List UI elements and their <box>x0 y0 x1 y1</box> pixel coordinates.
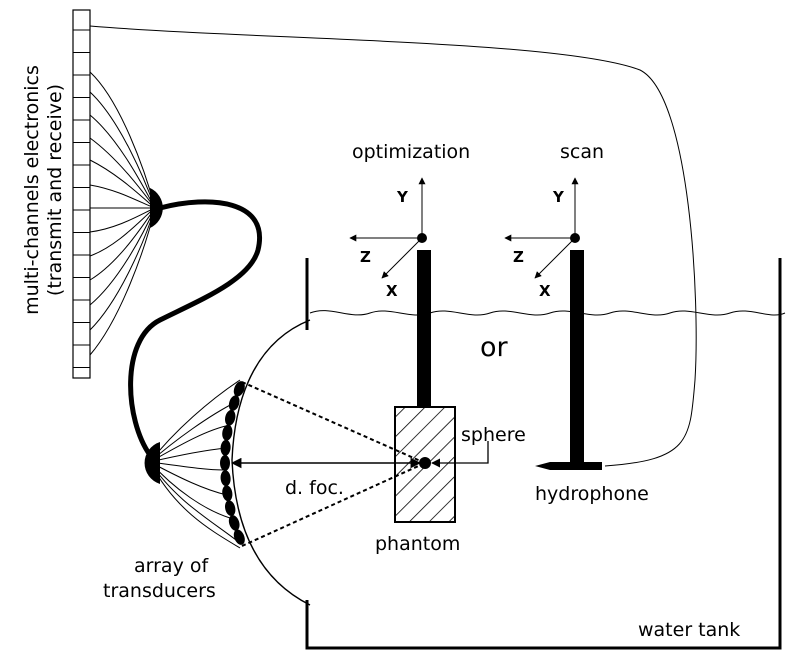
transducer-element <box>222 485 233 502</box>
hydrophone-tip <box>535 462 602 470</box>
axis-y-label: Y <box>396 188 409 206</box>
array-label-line1: array of <box>134 555 209 577</box>
optimization-label: optimization <box>352 141 470 163</box>
electronics-wire-fan <box>89 71 156 356</box>
transducer-element <box>233 381 245 397</box>
transducer-elements <box>220 381 245 545</box>
transducer-element <box>225 500 236 517</box>
axis-x-label: X <box>386 282 398 300</box>
transducer-element <box>220 439 231 456</box>
axis-z-label: Z <box>513 248 524 266</box>
electronics-label-line2: (transmit and receive) <box>44 84 66 296</box>
hydrophone-signal-wire <box>89 25 697 467</box>
hydrophone-rod <box>570 250 584 466</box>
hydrophone-label: hydrophone <box>535 483 649 505</box>
sphere-label: sphere <box>461 424 526 446</box>
focal-distance-label: d. foc. <box>285 477 344 499</box>
phantom-holder-rod <box>417 250 431 408</box>
sphere-pointer <box>431 441 489 468</box>
focus-lines <box>241 381 426 547</box>
cable-hub-top <box>150 188 163 228</box>
electronics-label-line1: multi-channels electronics <box>21 65 43 315</box>
transducer-element <box>225 409 236 426</box>
scan-label: scan <box>560 141 604 163</box>
transducer-element <box>228 515 240 531</box>
axes-scan <box>504 177 580 279</box>
water-tank-label: water tank <box>638 619 740 641</box>
axis-y-label: Y <box>552 188 565 206</box>
array-hub <box>144 442 160 484</box>
axis-x-label: X <box>539 282 551 300</box>
axes-optimization <box>349 177 427 279</box>
sphere <box>419 457 431 469</box>
transducer-element <box>233 529 245 545</box>
transducer-element <box>220 455 230 471</box>
transducer-element <box>228 395 240 411</box>
axis-z-label: Z <box>360 248 371 266</box>
transducer-element <box>220 470 231 487</box>
water-tank <box>305 258 782 650</box>
phantom-label: phantom <box>375 533 460 555</box>
or-label: or <box>480 332 509 363</box>
transducer-element <box>222 424 233 441</box>
main-cable <box>128 199 263 457</box>
array-label-line2: transducers <box>103 580 216 602</box>
water-surface <box>309 310 786 316</box>
electronics-rack <box>72 9 91 379</box>
